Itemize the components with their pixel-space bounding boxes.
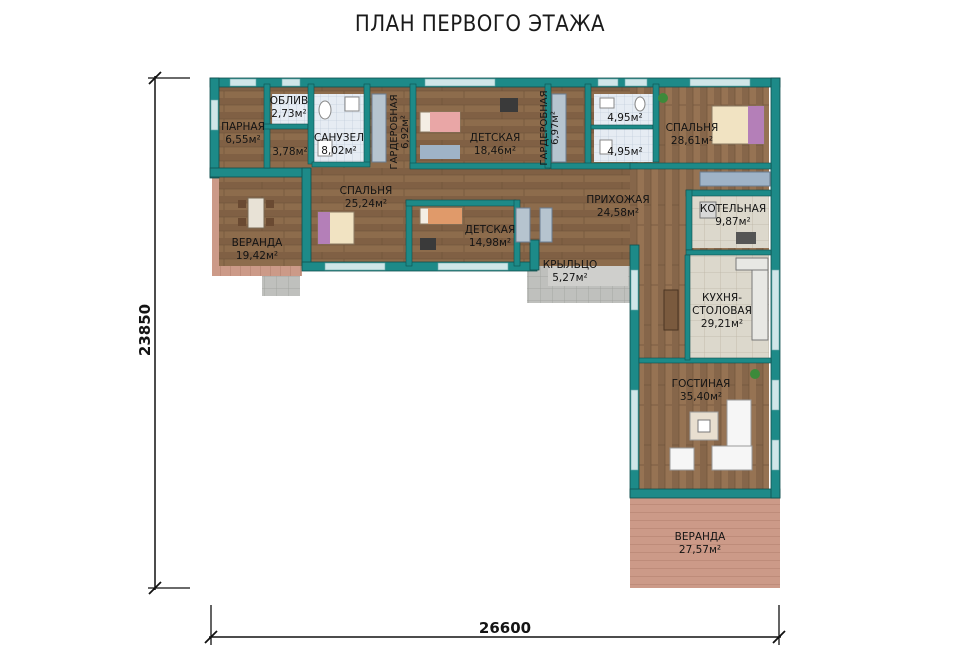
room-veranda1-area: 19,42м² <box>236 250 278 262</box>
room-spalnya2-name: СПАЛЬНЯ <box>340 185 393 197</box>
room-spalnya1-name: СПАЛЬНЯ <box>666 122 719 134</box>
room-sanuzel-name: САНУЗЕЛ <box>314 132 364 144</box>
room-garderob1-name: ГАРДЕРОБНАЯ <box>389 94 400 169</box>
room-kotelnaya-area: 9,87м² <box>715 216 751 228</box>
room-veranda2-name: ВЕРАНДА <box>675 531 726 543</box>
room-kuhnya-name2: СТОЛОВАЯ <box>692 305 752 317</box>
room-detskaya1-name: ДЕТСКАЯ <box>470 132 521 144</box>
plan-title: ПЛАН ПЕРВОГО ЭТАЖА <box>354 12 606 37</box>
room-bath2-area: 4,95м² <box>607 146 643 158</box>
room-garderob2-area: 6,97м² <box>550 111 561 145</box>
room-kuhnya-area: 29,21м² <box>701 318 743 330</box>
windows <box>210 78 780 471</box>
room-parnaya-area: 6,55м² <box>225 134 261 146</box>
room-obliv-name: ОБЛИВ <box>270 95 308 107</box>
room-kotelnaya-name: КОТЕЛЬНАЯ <box>700 203 766 215</box>
room-prihozhaya-name: ПРИХОЖАЯ <box>586 194 649 206</box>
room-gostinaya-area: 35,40м² <box>680 391 722 403</box>
room-kryltso-area: 5,27м² <box>552 272 588 284</box>
room-kryltso-name: КРЫЛЬЦО <box>543 259 598 271</box>
veranda-left-steps <box>262 276 300 296</box>
floor-obliv <box>272 94 308 124</box>
furniture <box>238 93 771 471</box>
room-detskaya2-name: ДЕТСКАЯ <box>465 224 516 236</box>
dimension-horizontal <box>204 605 786 645</box>
dimension-width-label: 26600 <box>479 619 531 637</box>
room-bath1-area: 4,95м² <box>607 112 643 124</box>
room-labels: ПАРНАЯ 6,55м² ОБЛИВ 2,73м² 3,78м² САНУЗЕ… <box>221 90 766 556</box>
room-obliv-area: 2,73м² <box>271 108 307 120</box>
room-kuhnya-name1: КУХНЯ- <box>702 292 742 304</box>
dimension-vertical <box>148 71 190 595</box>
interior-walls <box>263 83 772 364</box>
room-gostinaya-name: ГОСТИНАЯ <box>672 378 731 390</box>
room-sanuzel-area: 8,02м² <box>321 145 357 157</box>
room-veranda2-area: 27,57м² <box>679 544 721 556</box>
room-veranda1-name: ВЕРАНДА <box>232 237 283 249</box>
dimension-height-label: 23850 <box>136 304 154 356</box>
room-detskaya2-area: 14,98м² <box>469 237 511 249</box>
room-prihozhaya-area: 24,58м² <box>597 207 639 219</box>
veranda-bottom-deck <box>630 497 780 588</box>
room-corridor-area: 3,78м² <box>272 146 308 158</box>
room-parnaya-name: ПАРНАЯ <box>221 121 265 133</box>
room-garderob1-area: 6,92м² <box>400 115 411 149</box>
room-spalnya1-area: 28,61м² <box>671 135 713 147</box>
room-garderob2-name: ГАРДЕРОБНАЯ <box>539 90 550 165</box>
room-spalnya2-area: 25,24м² <box>345 198 387 210</box>
room-detskaya1-area: 18,46м² <box>474 145 516 157</box>
